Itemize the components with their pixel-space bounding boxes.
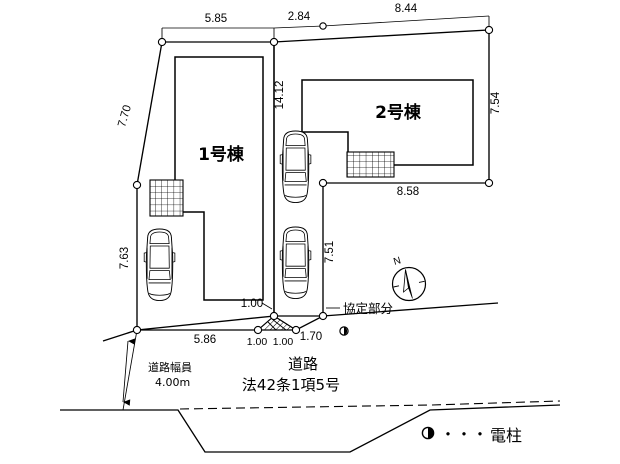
building-2-label: 2号棟 xyxy=(375,102,422,123)
dim-left-upper: 7.70 xyxy=(116,104,134,129)
boundary-point-icons xyxy=(132,22,494,335)
lot-1-boundary xyxy=(136,41,275,331)
legend-label: 電柱 xyxy=(490,426,522,445)
boundary-node-icon xyxy=(484,25,494,35)
dim-bottom-right: 1.70 xyxy=(300,331,322,343)
road-boundary-lines xyxy=(60,302,561,453)
dim-corner-cut-a: 1.00 xyxy=(247,336,268,348)
dim-bottom-lot1: 5.86 xyxy=(194,334,216,346)
porch-hatch-building-2 xyxy=(346,151,395,178)
road-label: 道路 xyxy=(288,355,318,373)
dim-top-mid: 2.84 xyxy=(288,11,311,23)
dim-top-lot2: 8.44 xyxy=(395,3,418,15)
legend-dots: ・・・ xyxy=(440,425,488,444)
compass-rose-icon xyxy=(391,266,427,302)
boundary-node-icon xyxy=(319,22,327,30)
boundary-node-icon xyxy=(269,37,279,47)
agreement-portion-label: 協定部分 xyxy=(343,301,393,316)
dim-lot2-left-lower: 7.51 xyxy=(324,241,336,263)
boundary-node-icon xyxy=(484,178,494,188)
dim-center-vertical: 14.12 xyxy=(274,81,286,110)
road-center-dashed-line xyxy=(179,400,561,410)
dim-left-lower: 7.63 xyxy=(119,247,131,269)
compass-north-label: N xyxy=(392,255,402,268)
boundary-node-icon xyxy=(132,180,142,190)
road-width-label: 道路幅員 xyxy=(148,360,192,374)
car-parking-lot-1 xyxy=(143,228,176,302)
dim-right-vertical: 7.54 xyxy=(490,91,502,114)
utility-pole-icon-plan xyxy=(339,326,349,336)
boundary-node-icon xyxy=(132,325,142,335)
porch-hatch-building-1 xyxy=(149,179,184,217)
boundary-node-icon xyxy=(157,37,167,47)
boundary-node-icon xyxy=(253,325,263,335)
dim-top-lot1: 5.85 xyxy=(205,13,227,25)
dim-lot2-bottom: 8.58 xyxy=(397,186,419,198)
car-parking-lot-2-upper xyxy=(279,130,312,204)
legend-utility-pole-symbol xyxy=(421,426,435,440)
road-width-value: 4.00m xyxy=(155,376,190,389)
road-width-dimension xyxy=(122,329,138,411)
building-1-label: 1号棟 xyxy=(198,144,245,165)
leader-corner-cut xyxy=(261,302,273,310)
boundary-node-icon xyxy=(318,311,328,321)
road-article-label: 法42条1項5号 xyxy=(242,376,340,394)
dim-corner-cut-vertical: 1.00 xyxy=(241,298,263,310)
dim-corner-cut-b: 1.00 xyxy=(273,336,294,348)
car-parking-lot-2-lower xyxy=(279,226,312,300)
boundary-node-icon xyxy=(318,178,328,188)
building-1-footprint xyxy=(174,56,264,301)
boundary-node-icon xyxy=(291,325,301,335)
boundary-node-icon xyxy=(269,311,279,321)
